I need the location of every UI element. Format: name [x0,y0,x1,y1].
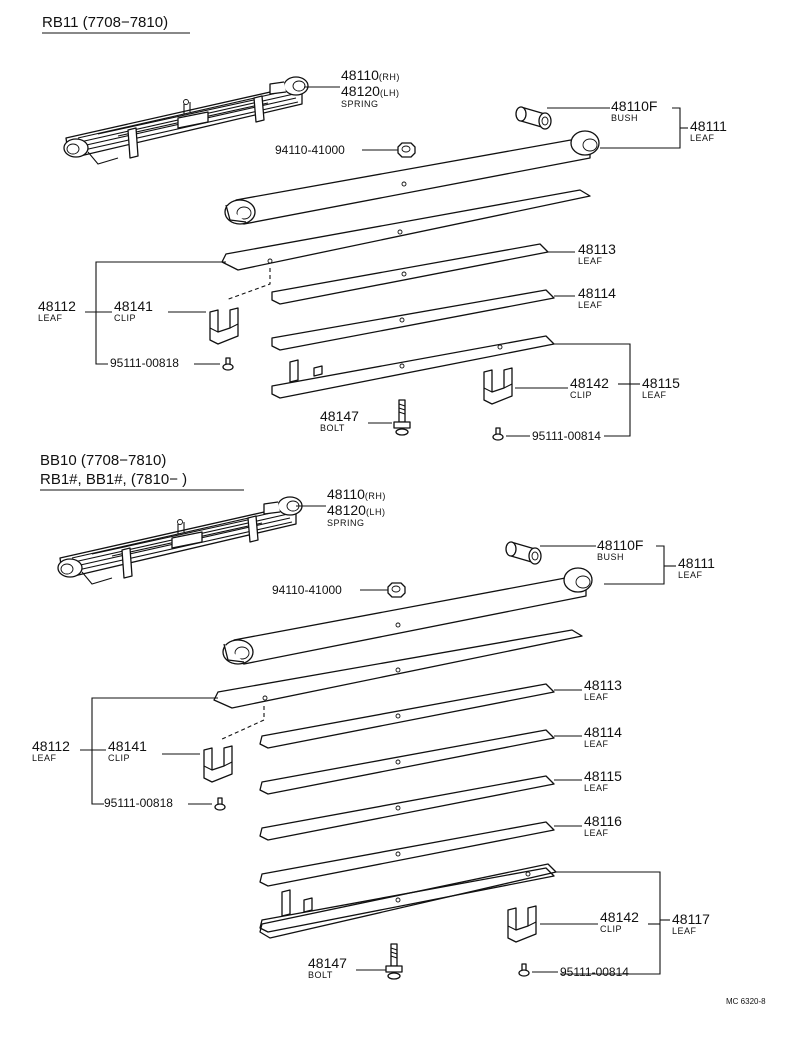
leaf-3-illustration [271,243,549,305]
callout-clip1: 48141 [108,738,147,754]
footer-code: MC 6320-8 [726,997,766,1006]
callout-nut: 94110-41000 [275,143,345,157]
bracket [95,261,226,365]
callout-leaf-main: 48111 [690,118,727,134]
rivet2-icon [518,963,530,977]
callout-rivet2: 95111-00814 [532,429,601,443]
spring-assembly-illustration [63,76,309,165]
callout-leaf6: 48116 [584,813,622,829]
spring-assembly-illustration [57,496,303,585]
callout-bush: 48110F [597,537,643,553]
callout-leaf4-name: LEAF [584,739,609,749]
rivet-icon [222,357,234,371]
clip2-icon [507,905,537,943]
callout-clip2-name: CLIP [570,390,592,400]
leaf-4-illustration [271,289,555,351]
bush-icon [505,541,542,565]
last-leaf-illustration [259,863,557,939]
section-rb11: RB11 (7708−7810) 48110(RH) 48120(LH) SPR… [38,14,727,443]
callout-leaf5: 48115 [584,768,622,784]
callout-spring-name: SPRING [327,518,365,528]
callout-leaf4: 48114 [578,285,616,301]
nut-icon [387,582,406,598]
rivet2-icon [492,427,504,441]
callout-leaf6-name: LEAF [584,828,609,838]
callout-rivet2: 95111-00814 [560,965,629,979]
callout-bolt-name: BOLT [308,970,333,980]
main-leaf-illustration [222,567,593,665]
callout-clip1-name: CLIP [114,313,136,323]
callout-leaf-last: 48117 [672,911,710,927]
callout-bush-name: BUSH [611,113,638,123]
callout-leaf3: 48113 [578,241,616,257]
callout-bolt: 48147 [308,955,347,971]
callout-leaf3: 48113 [584,677,622,693]
callout-clip2: 48142 [570,375,609,391]
callout-clip2: 48142 [600,909,639,925]
callout-leaf4: 48114 [584,724,622,740]
bush-icon [515,106,552,130]
callout-nut: 94110-41000 [272,583,342,597]
callout-bush-name: BUSH [597,552,624,562]
callout-clip1: 48141 [114,298,153,314]
dashed-guide [219,706,265,741]
callout-spring-name: SPRING [341,99,379,109]
leaf-3-illustration [259,683,555,749]
callout-leaf-last: 48115 [642,375,680,391]
leaf-4-illustration [259,729,555,795]
dashed-guide [225,268,271,301]
section-heading: RB11 (7708−7810) [42,14,168,31]
callout-spring-lh: 48120(LH) [341,83,399,99]
bracket [556,871,661,975]
callout-leaf5-name: LEAF [584,783,609,793]
leaf-6-illustration [259,821,555,887]
callout-leaf-main-name: LEAF [678,570,703,580]
nut-icon [397,142,416,158]
callout-spring-lh: 48120(LH) [327,502,385,518]
leaf-5-illustration [259,775,555,841]
leaf-2-illustration [213,629,583,709]
bracket [604,545,665,585]
clip2-icon [483,367,513,405]
callout-leaf2: 48112 [32,738,70,754]
callout-leaf3-name: LEAF [584,692,609,702]
callout-clip2-name: CLIP [600,924,622,934]
last-leaf-illustration [271,335,555,399]
callout-leaf2-name: LEAF [32,753,57,763]
callout-leaf-main: 48111 [678,555,715,571]
rivet-icon [214,797,226,811]
bracket [91,697,218,805]
section-bb10: BB10 (7708−7810) RB1#, BB1#, (7810− ) 48… [32,452,715,980]
callout-rivet1: 95111-00818 [104,796,173,810]
callout-leaf4-name: LEAF [578,300,603,310]
callout-bolt: 48147 [320,408,359,424]
section-heading-2: RB1#, BB1#, (7810− ) [40,471,187,488]
callout-bolt-name: BOLT [320,423,345,433]
callout-leaf3-name: LEAF [578,256,603,266]
callout-spring-rh: 48110(RH) [327,486,386,502]
callout-leaf2-name: LEAF [38,313,63,323]
bracket [672,107,681,149]
bolt-icon [385,943,403,980]
bracket [554,343,631,437]
callout-rivet1: 95111-00818 [110,356,179,370]
leaf-7-illustration [259,867,555,933]
section-heading: BB10 (7708−7810) [40,452,166,469]
callout-leaf-last-name: LEAF [642,390,667,400]
callout-leaf-last-name: LEAF [672,926,697,936]
callout-spring-rh: 48110(RH) [341,67,400,83]
callout-clip1-name: CLIP [108,753,130,763]
bolt-icon [393,399,411,436]
main-leaf-illustration [224,130,672,225]
leaf-2-illustration [221,189,591,271]
clip-icon [209,307,239,345]
callout-leaf-main-name: LEAF [690,133,715,143]
callout-leaf2: 48112 [38,298,76,314]
callout-bush: 48110F [611,98,657,114]
clip-icon [203,745,233,783]
